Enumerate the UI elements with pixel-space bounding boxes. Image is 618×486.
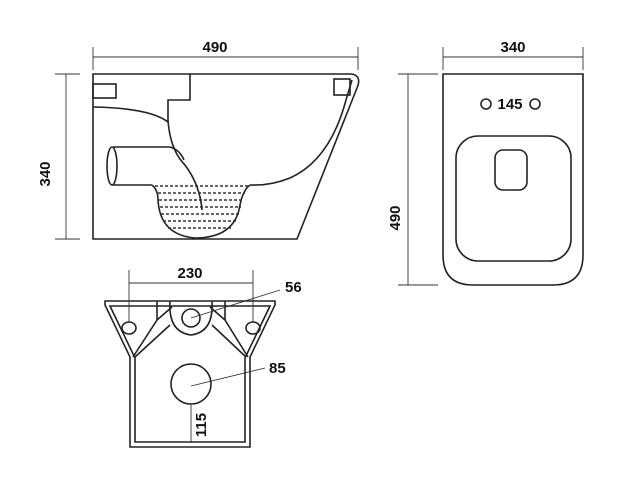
outlet-hole	[170, 363, 212, 405]
bolt-hole-right	[529, 98, 541, 110]
upper-channel	[92, 106, 169, 123]
side-height-dimension: 340	[37, 73, 80, 240]
outlet-label: 85	[269, 360, 286, 377]
side-width-dimension: 490	[92, 39, 359, 70]
bolt-hole-left	[480, 98, 492, 110]
bolt-hole-right	[245, 321, 261, 335]
trap-bowl	[151, 184, 251, 239]
rear-view: 115 230 56 85	[104, 265, 302, 448]
rear-bolt-spacing-label: 230	[177, 265, 202, 282]
outlet-leader	[190, 367, 266, 387]
top-width-dimension: 340	[442, 39, 584, 70]
top-length-label: 490	[387, 205, 404, 230]
side-height-label: 340	[37, 161, 54, 186]
tank-step	[167, 74, 203, 211]
top-outline	[442, 73, 584, 286]
water-pattern	[155, 185, 250, 229]
top-width-label: 340	[500, 39, 525, 56]
side-width-label: 490	[202, 39, 227, 56]
seat-outline	[455, 135, 572, 262]
bolt-spacing-label: 145	[497, 96, 522, 113]
outlet-height-label: 115	[193, 413, 210, 437]
inner-wall	[249, 79, 353, 186]
top-length-dimension: 490	[387, 73, 438, 286]
rear-inner-outline	[108, 305, 272, 443]
inlet-label: 56	[285, 279, 302, 296]
rear-outer-outline	[104, 300, 276, 448]
inlet-recess	[134, 300, 247, 358]
side-outline	[92, 73, 360, 240]
left-fixing-slot	[92, 83, 117, 99]
bowl-opening	[494, 149, 528, 191]
side-view: 490 340	[37, 39, 360, 240]
bolt-hole-left	[121, 321, 137, 335]
inlet-leader	[190, 289, 281, 319]
inlet-hole	[181, 308, 201, 328]
inlet-pipe	[113, 146, 185, 186]
top-view: 145 340 490	[387, 39, 584, 286]
pipe-end	[106, 146, 118, 186]
rear-bolt-dimension: 230	[128, 265, 254, 322]
